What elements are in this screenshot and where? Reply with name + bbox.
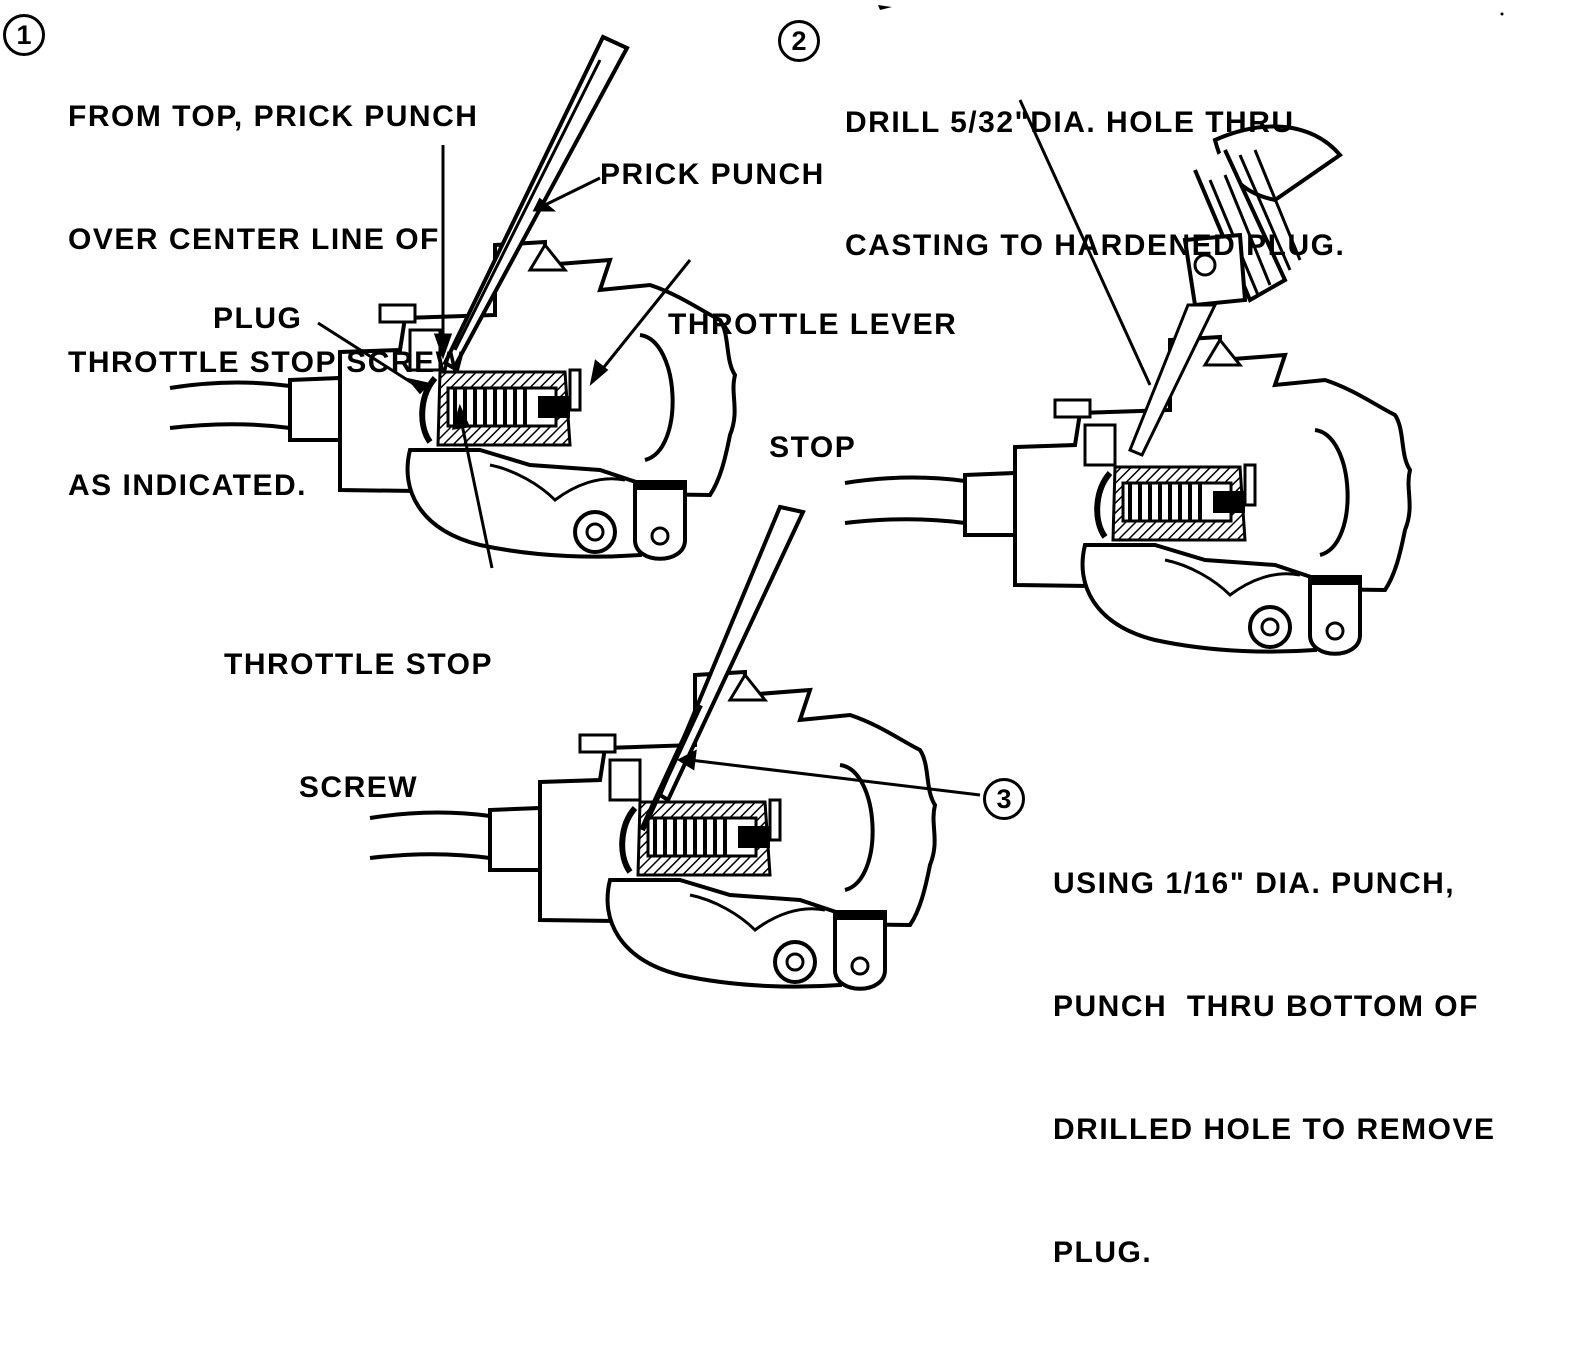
instruction-diagram: 1 FROM TOP, PRICK PUNCH OVER CENTER LINE… (0, 5, 1504, 1269)
throttle-stop-screw-label: THROTTLE STOP SCREW (224, 562, 493, 890)
diagram-drawing (0, 5, 1504, 1024)
step-3-line-4: PLUG. (1053, 1236, 1153, 1269)
sixteenth-punch-tool (639, 504, 806, 832)
prick-punch-label: PRICK PUNCH (600, 158, 825, 191)
plug-label: PLUG (213, 302, 303, 335)
figure-3-leader-line (676, 749, 981, 797)
step-2-number: 2 (778, 20, 820, 62)
step-3-line-3: DRILLED HOLE TO REMOVE (1053, 1113, 1496, 1146)
step-3-number: 3 (983, 778, 1025, 820)
step-1-line-4: AS INDICATED. (68, 469, 307, 502)
figure-1-leader-lines (317, 145, 692, 569)
throttle-lever-stop-line-2: STOP (769, 431, 857, 464)
step-1-line-3: THROTTLE STOP SCREW (68, 346, 466, 379)
step-3-text: USING 1/16" DIA. PUNCH, PUNCH THRU BOTTO… (1053, 781, 1495, 1355)
step-1-line-2: OVER CENTER LINE OF (68, 223, 440, 256)
prick-punch-tool (442, 34, 630, 371)
step-3-line-2: PUNCH THRU BOTTOM OF (1053, 990, 1479, 1023)
step-1-line-1: FROM TOP, PRICK PUNCH (68, 100, 479, 133)
drill-tool (1128, 124, 1343, 457)
step-3-line-1: USING 1/16" DIA. PUNCH, (1053, 867, 1456, 900)
step-2-line-2: CASTING TO HARDENED PLUG. (845, 229, 1346, 262)
throttle-stop-screw-line-1: THROTTLE STOP (224, 648, 493, 681)
step-1-text: FROM TOP, PRICK PUNCH OVER CENTER LINE O… (68, 14, 478, 588)
step-2-line-1: DRILL 5/32"DIA. HOLE THRU (845, 106, 1295, 139)
figure-2-leader-line (1018, 99, 1152, 386)
step-2-text: DRILL 5/32"DIA. HOLE THRU CASTING TO HAR… (845, 20, 1345, 348)
throttle-lever-stop-label: THROTTLE LEVER STOP (668, 222, 957, 550)
throttle-stop-screw-line-2: SCREW (298, 771, 419, 804)
step-1-number: 1 (3, 14, 45, 56)
throttle-lever-stop-line-1: THROTTLE LEVER (668, 308, 958, 341)
